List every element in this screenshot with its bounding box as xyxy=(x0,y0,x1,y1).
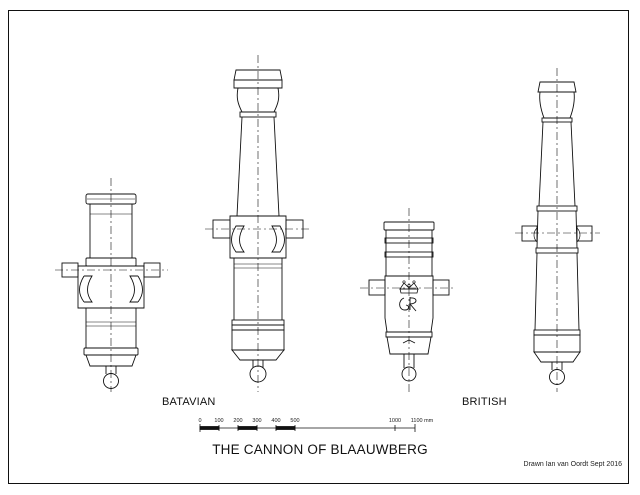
scale-tick-label: 400 xyxy=(271,418,281,424)
british-label: BRITISH xyxy=(462,396,507,408)
scale-tick-label: 1000 xyxy=(388,418,402,424)
batavian-long-cannon xyxy=(205,55,312,392)
scale-tick-label: 1100 mm xyxy=(410,418,434,424)
scale-tick-label: 0 xyxy=(198,418,202,424)
scale-bar xyxy=(199,424,416,432)
british-short-cannon xyxy=(360,208,456,392)
drawing-title: THE CANNON OF BLAAUWBERG xyxy=(212,442,428,457)
drawing-credit: Drawn Ian van Oordt Sept 2016 xyxy=(523,461,622,468)
scale-tick-label: 500 xyxy=(290,418,300,424)
scale-tick-label: 200 xyxy=(233,418,243,424)
scale-tick-label: 100 xyxy=(214,418,224,424)
drawing-border xyxy=(8,10,629,484)
scale-tick-label: 300 xyxy=(252,418,262,424)
batavian-label: BATAVIAN xyxy=(162,396,216,408)
british-long-cannon xyxy=(515,68,600,392)
batavian-short-cannon xyxy=(55,178,168,392)
